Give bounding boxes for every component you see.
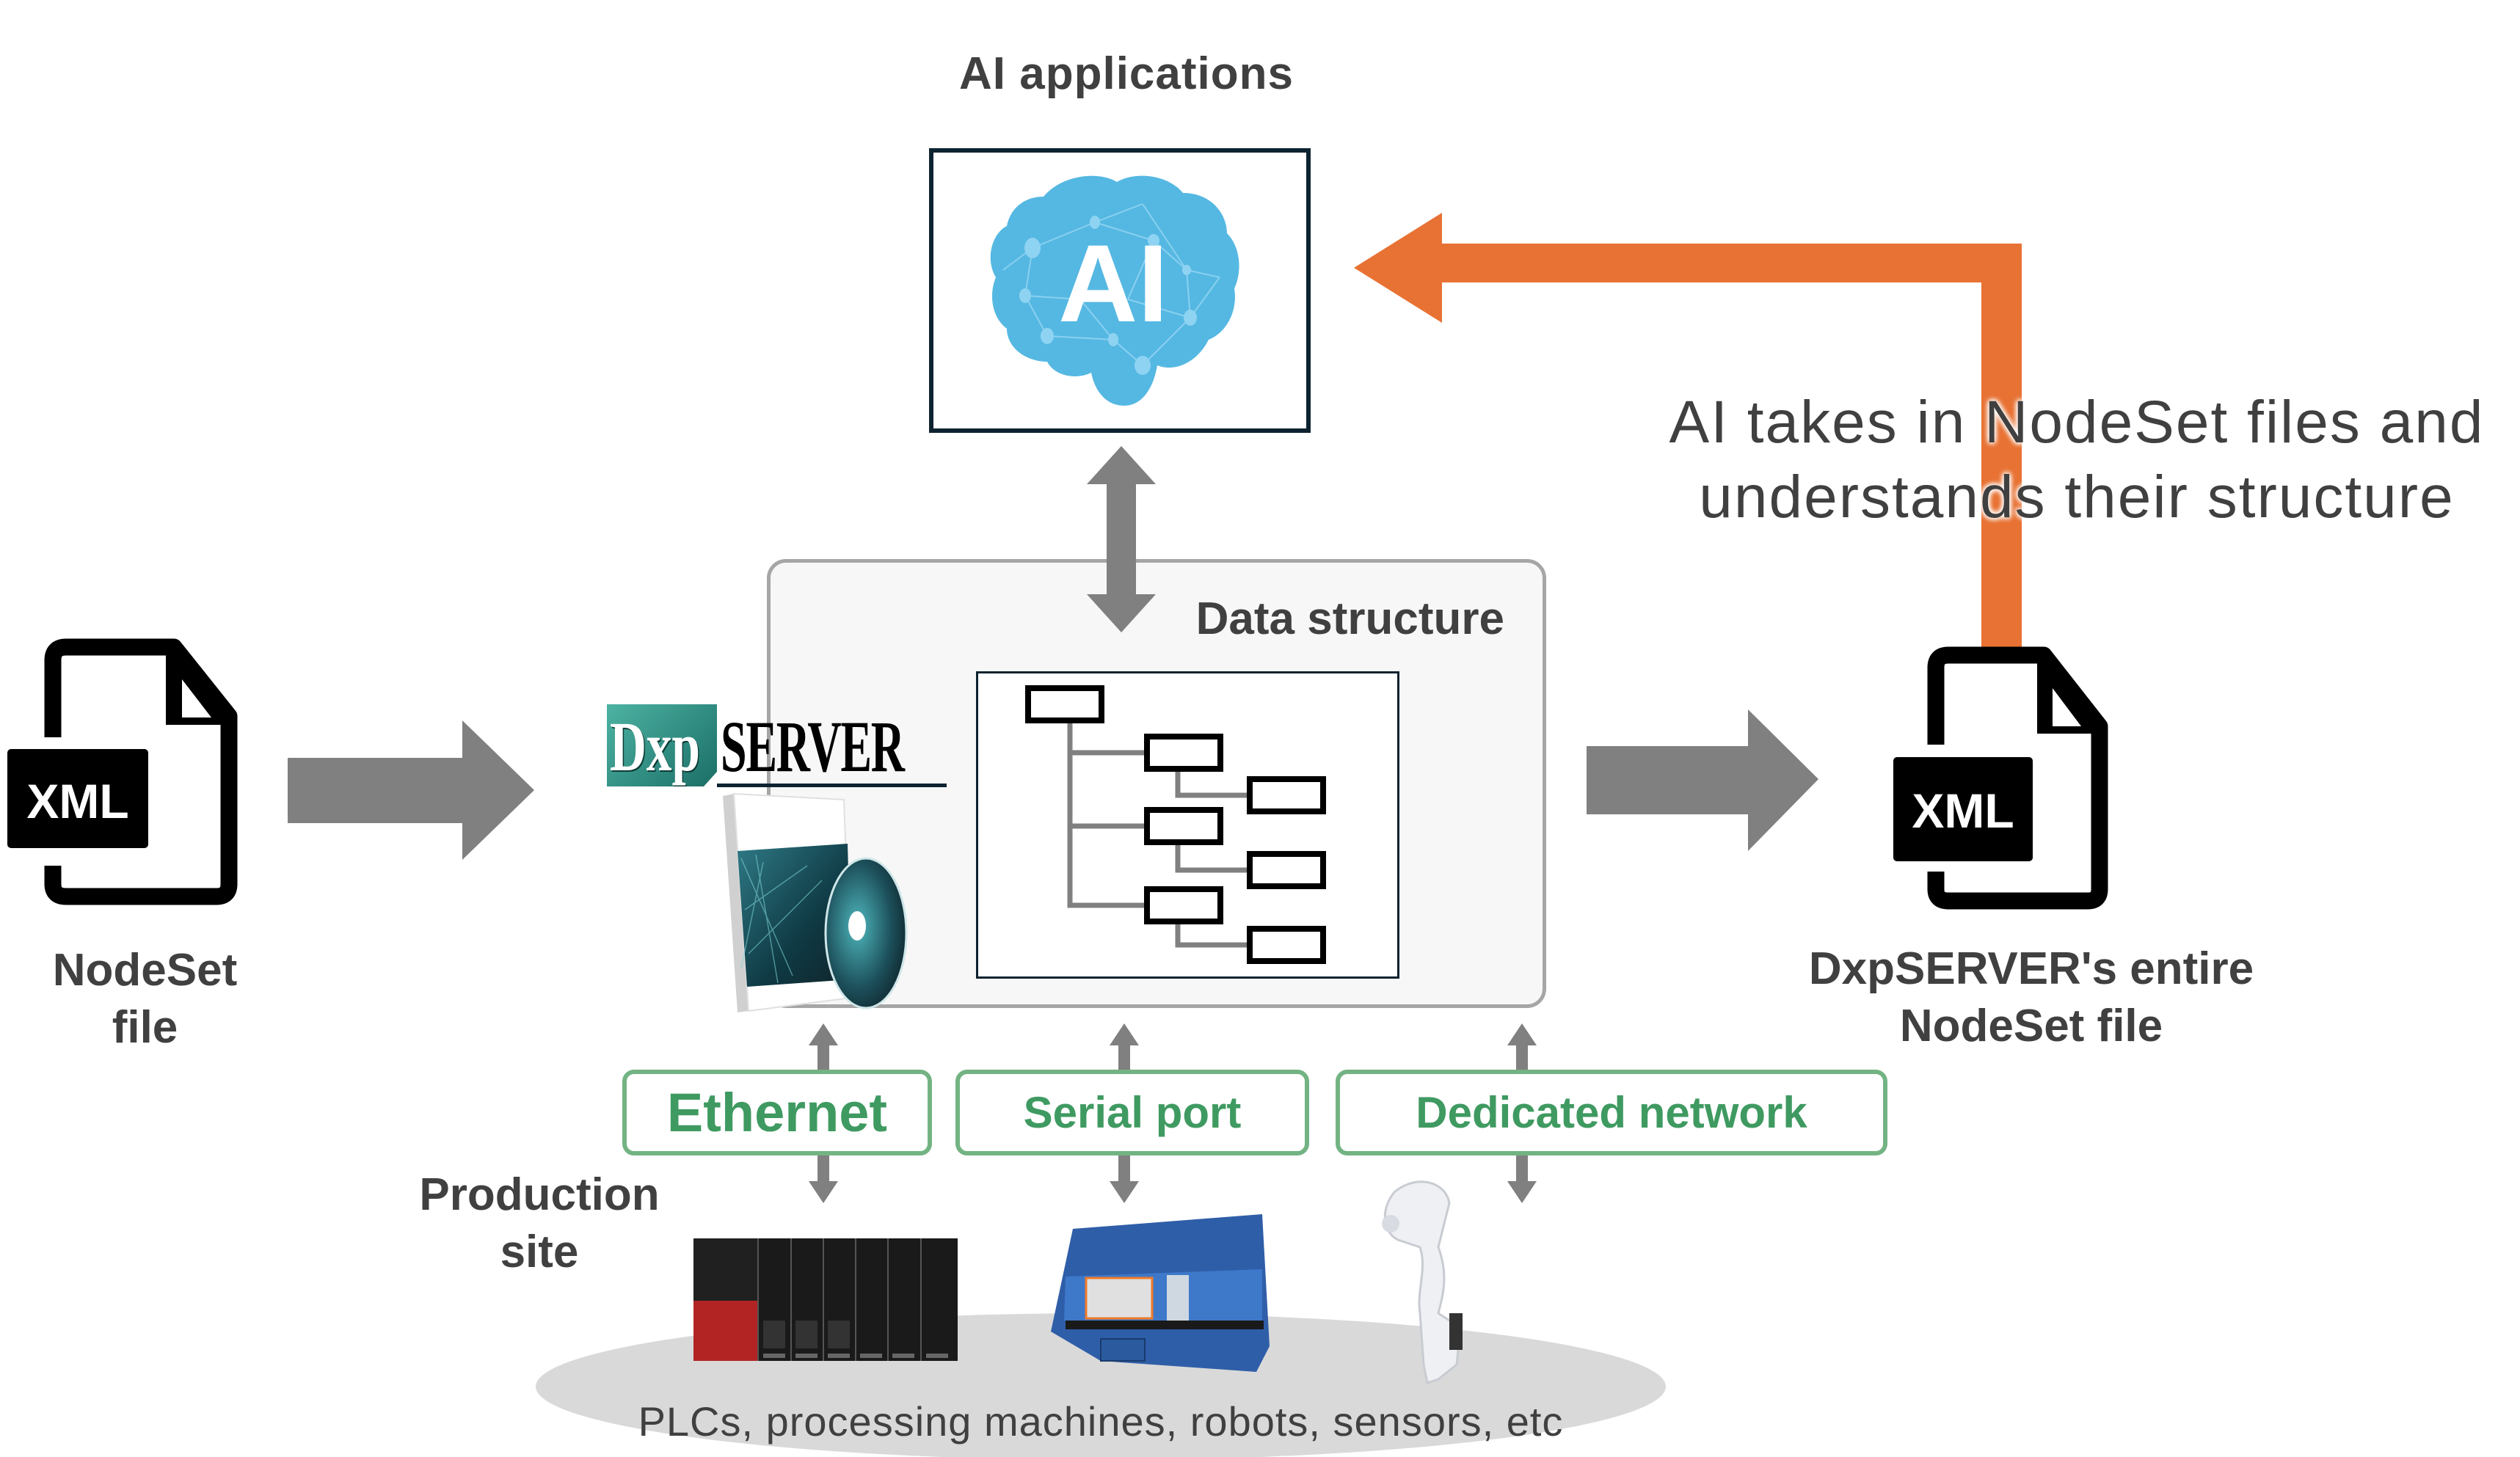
output-file-label-line-1: DxpSERVER's entire [1808,943,2254,994]
dxp-logo-suffix: SERVER [721,706,905,787]
data-structure-tree [976,671,1399,979]
output-xml-badge: XML [1912,784,2014,838]
production-site-label-line-1: Production [419,1169,660,1220]
data-structure-label: Data structure [1195,594,1504,644]
connection-ethernet-label: Ethernet [666,1082,888,1143]
devices-caption: PLCs, processing machines, robots, senso… [638,1398,1564,1445]
output-file-label-line-2: NodeSet file [1899,1001,2163,1051]
connection-dedicated-network: Dedicated network [1336,1070,1887,1155]
input-file-label-line-2: file [112,1002,178,1053]
dxp-logo-underline [717,784,947,787]
input-file-label-line-1: NodeSet [52,945,238,996]
dxp-logo-badge [607,704,717,786]
output-arrow-shape [1587,709,1818,851]
processing-machine-icon [1051,1214,1270,1372]
dxp-logo-prefix: Dxp [610,707,700,786]
connection-serial-port: Serial port [955,1070,1309,1155]
connection-serial-port-label: Serial port [1023,1088,1242,1137]
production-site-label: Production site [367,1166,712,1281]
plc-device-icon [693,1238,958,1361]
dxpserver-logo: Dxp SERVER [607,703,952,789]
ai-brain-icon: AI [990,175,1239,406]
connection-dedicated-network-label: Dedicated network [1416,1088,1807,1137]
output-file-label: DxpSERVER's entire NodeSet file [1738,941,2325,1055]
connection-ethernet: Ethernet [622,1070,932,1155]
production-site-label-line-2: site [500,1227,579,1277]
robot-arm-icon [1382,1180,1463,1384]
ai-annotation: AI takes in NodeSet files and understand… [1636,385,2517,535]
ai-logo-text: AI [1058,222,1168,345]
input-arrow-shape [288,720,534,860]
annotation-line-2: understands their structure [1699,464,2455,530]
input-xml-badge: XML [26,774,128,828]
ai-applications-title: AI applications [959,48,1294,99]
annotation-line-1: AI takes in NodeSet files and [1669,389,2485,456]
double-arrow-shape [1087,446,1156,632]
ai-applications-box: AI [929,148,1311,433]
orange-arrow-shape [1354,213,2022,651]
input-file-label: NodeSet file [0,942,290,1056]
tree-hierarchy-icon [1025,685,1326,964]
